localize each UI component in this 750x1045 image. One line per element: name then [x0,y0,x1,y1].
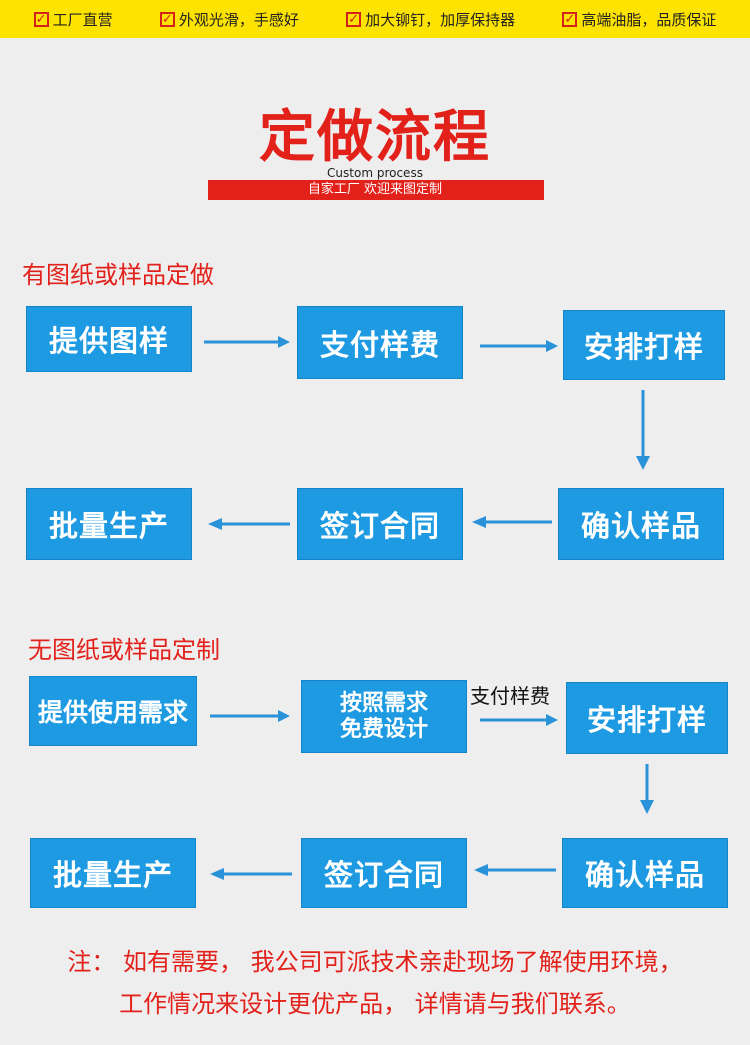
step-label: 安排打样 [586,703,707,737]
benefit-item-grease: ✓ 高端油脂，品质保证 [562,9,716,30]
step-label: 安排打样 [583,330,704,364]
arrow-right-icon [480,340,558,352]
benefit-label: 加大铆钉，加厚保持器 [365,10,516,29]
step-pay-sample-fee: 支付样费 [297,306,463,379]
check-icon: ✓ [159,11,175,27]
step-confirm-sample: 确认样品 [558,488,724,560]
banner-text: 自家工厂 欢迎来图定制 [307,182,443,197]
step-label: 签订合同 [323,858,444,892]
check-icon: ✓ [562,11,578,27]
arrow-left-icon [208,518,290,530]
arrow-left-icon [210,868,292,880]
step-sign-contract: 签订合同 [297,488,463,560]
benefit-label: 工厂直营 [52,10,113,29]
step-provide-drawing: 提供图样 [26,306,192,372]
step-label: 确认样品 [580,509,701,543]
benefit-item-appearance: ✓ 外观光滑，手感好 [159,9,299,30]
step-provide-requirements: 提供使用需求 [29,676,197,746]
benefit-item-rivet: ✓ 加大铆钉，加厚保持器 [346,9,515,30]
step-label: 支付样费 [319,327,440,362]
arrow-right-icon [480,714,558,726]
step-label: 提供图样 [48,324,169,358]
section1-heading: 有图纸或样品定做 [22,261,214,289]
step-mass-production: 批量生产 [26,488,192,560]
arrow-left-icon [472,516,552,528]
step-label: 确认样品 [584,858,705,892]
note-line-2: 工作情况来设计更优产品， 详情请与我们联系。 [119,990,631,1018]
page-subtitle: Custom process [327,166,423,180]
check-icon: ✓ [33,11,49,27]
page-title: 定做流程 [259,105,491,170]
step-arrange-sample: 安排打样 [563,310,725,380]
benefit-label: 外观光滑，手感好 [178,10,299,29]
step-label-line2: 免费设计 [339,716,428,742]
arrow-left-icon [474,864,556,876]
arrow-right-icon [210,710,290,722]
benefit-bar: ✓ 工厂直营 ✓ 外观光滑，手感好 ✓ 加大铆钉，加厚保持器 ✓ 高端油脂，品质… [0,0,750,38]
benefit-label: 高端油脂，品质保证 [581,10,717,29]
step-label: 批量生产 [48,509,169,543]
check-icon: ✓ [346,11,362,27]
note-line-1: 注： 如有需要， 我公司可派技术亲赴现场了解使用环境， [67,948,683,976]
arrow-down-icon [636,390,650,470]
step-arrange-sample-2: 安排打样 [566,682,728,754]
step-label-line1: 按照需求 [339,690,428,716]
step-label: 提供使用需求 [37,698,188,727]
arrow-right-icon [204,336,290,348]
benefit-item-factory: ✓ 工厂直营 [33,9,113,30]
banner-bar [208,180,544,200]
step-label: 签订合同 [319,509,440,543]
section2-heading: 无图纸或样品定制 [28,636,220,664]
step-sign-contract-2: 签订合同 [301,838,467,908]
step-confirm-sample-2: 确认样品 [562,838,728,908]
step-mass-production-2: 批量生产 [30,838,196,908]
arrow-label-pay-fee: 支付样费 [470,684,550,708]
step-free-design: 按照需求 免费设计 [301,680,467,753]
step-label: 批量生产 [52,858,173,892]
arrow-down-icon [640,764,654,814]
